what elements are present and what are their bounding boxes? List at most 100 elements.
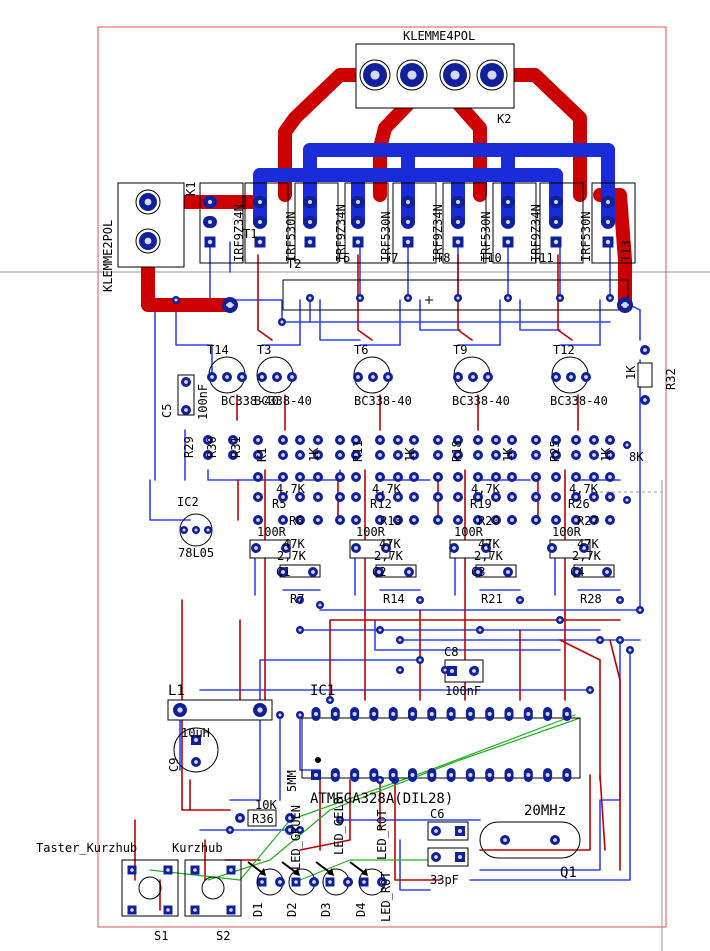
ic2-pad-a-hole — [182, 528, 186, 532]
r12-label: R12 — [370, 497, 392, 511]
r36-pad-a-hole — [238, 816, 242, 820]
res-pad-0-1-0-hole — [231, 438, 235, 442]
k2-pad-0-hole — [370, 70, 380, 80]
t12-ref: T12 — [553, 343, 575, 357]
res-pad-2-1-3-hole — [456, 495, 460, 499]
cap-res-pad-2-hole — [354, 546, 358, 550]
mosfet-pad-b-2-hole — [308, 220, 312, 224]
res-pad-2-2-0-hole — [476, 438, 480, 442]
l1-val: 10uH — [181, 726, 210, 740]
res-pad-0-4-2-hole — [298, 475, 302, 479]
bc338-e: BC338-40 — [550, 394, 608, 408]
bc-pad-10-hole — [471, 375, 475, 379]
led-pad-4-hole — [328, 880, 332, 884]
val-1k-d: 1K — [599, 447, 613, 462]
via-top-4-hole — [456, 296, 460, 300]
cap-c1: C1 — [276, 565, 290, 579]
thin-red-30 — [609, 639, 621, 871]
bc-pad-3-hole — [260, 375, 264, 379]
led-arrowhead-0 — [259, 868, 266, 876]
res-pad-2-4-3-hole — [510, 495, 514, 499]
switch-pad-4-hole — [193, 868, 197, 872]
r14-label: R14 — [383, 592, 405, 606]
mosfet-pad-c-1-hole — [257, 239, 263, 245]
ic1-body — [301, 717, 581, 779]
c9-pad-a-hole — [194, 738, 198, 742]
bc-pad-0-hole — [210, 375, 214, 379]
labels: KLEMME4POL K2 KLEMME2POL K1 IRF9Z34N T1 … — [36, 29, 678, 943]
mosfet-pad-a-5-hole — [456, 200, 460, 204]
res-pad-0-2-1-hole — [256, 453, 260, 457]
board-outline — [97, 26, 667, 928]
res-pad-1-3-3-hole — [396, 495, 400, 499]
ic1-bottom-pin-2-hole — [352, 773, 357, 777]
ic2-val: 78L05 — [178, 546, 214, 560]
ic1-bottom-pin-8-hole — [468, 773, 473, 777]
via-21-hole — [298, 713, 302, 717]
q1-body — [479, 821, 581, 859]
res-pad-1-1-0-hole — [354, 438, 358, 442]
via-8-hole — [558, 618, 562, 622]
val-47k-d: 47K — [577, 537, 599, 551]
val-1k-a: 1K — [307, 447, 321, 462]
atmega-label: ATMEGA328A(DIL28) — [310, 791, 453, 807]
ic1-bottom-pin-4-hole — [391, 773, 396, 777]
cap-res-pad-9-hole — [311, 570, 315, 574]
r27-label: R27 — [577, 514, 599, 528]
led-pad-3-hole — [312, 880, 316, 884]
via-top-6-hole — [558, 296, 562, 300]
bc-pad-14-hole — [584, 375, 588, 379]
r6-label: R6 — [289, 514, 303, 528]
t2-name: IRF530N — [284, 211, 298, 262]
val-100r-b: 100R — [356, 525, 386, 539]
c8-pad-a-hole — [450, 669, 454, 673]
mosfet-body-0 — [199, 182, 244, 264]
res-pad-3-4-1-hole — [608, 453, 612, 457]
t13-name: IRF530N — [579, 211, 593, 262]
res-pad-2-4-2-hole — [510, 475, 514, 479]
res-pad-1-1-4-hole — [354, 518, 358, 522]
led-rot-label: LED_ROT — [375, 809, 389, 860]
val-1k-c: 1K — [501, 447, 515, 462]
t10-ref: T10 — [480, 251, 502, 265]
res-pad-0-5-1-hole — [316, 453, 320, 457]
val-100r-c: 100R — [454, 525, 484, 539]
col-label-c: R18 — [450, 440, 464, 462]
res-pad-3-3-2-hole — [592, 475, 596, 479]
t10-name: IRF530N — [479, 211, 493, 262]
c5-val: 100nF — [196, 384, 210, 420]
res-pad-2-3-0-hole — [494, 438, 498, 442]
mosfet-pad-c-3-hole — [355, 239, 361, 245]
bc338-c: BC338-40 — [354, 394, 412, 408]
r31-label: R31 — [229, 436, 243, 458]
mosfet-body-8 — [591, 182, 636, 264]
val-1k-b: 1K — [403, 447, 417, 462]
k2-ring-0 — [359, 59, 391, 91]
via-top-5-hole — [506, 296, 510, 300]
mosfet-pad-a-7-hole — [554, 200, 558, 204]
res-pad-1-4-2-hole — [412, 475, 416, 479]
ic1-top-pin-9-hole — [487, 712, 492, 716]
r7-label: R7 — [290, 592, 304, 606]
t8-ref: T8 — [436, 251, 450, 265]
c9-pad-b-hole — [194, 760, 198, 764]
res-pad-0-5-2-hole — [316, 475, 320, 479]
t14-ref: T14 — [207, 343, 229, 357]
res-pad-3-4-0-hole — [608, 438, 612, 442]
via-12-hole — [638, 608, 642, 612]
res-pad-0-2-3-hole — [256, 495, 260, 499]
res-pad-2-1-0-hole — [456, 438, 460, 442]
thin-blue-19 — [207, 469, 281, 481]
s1-ref: S1 — [154, 929, 168, 943]
t11-name: IRF9Z34N — [529, 204, 543, 262]
res-pad-1-4-4-hole — [412, 518, 416, 522]
res-pad-3-4-2-hole — [608, 475, 612, 479]
ic1-top-pin-8-hole — [468, 712, 473, 716]
res-pad-2-4-4-hole — [510, 518, 514, 522]
k1-ring-1 — [135, 228, 161, 254]
via-3-hole — [518, 598, 522, 602]
res-pad-3-1-1-hole — [554, 453, 558, 457]
r32-pad-b-hole — [643, 398, 647, 402]
mosfet-pad-c-5-hole — [455, 239, 461, 245]
res-pad-3-0-3-hole — [534, 495, 538, 499]
